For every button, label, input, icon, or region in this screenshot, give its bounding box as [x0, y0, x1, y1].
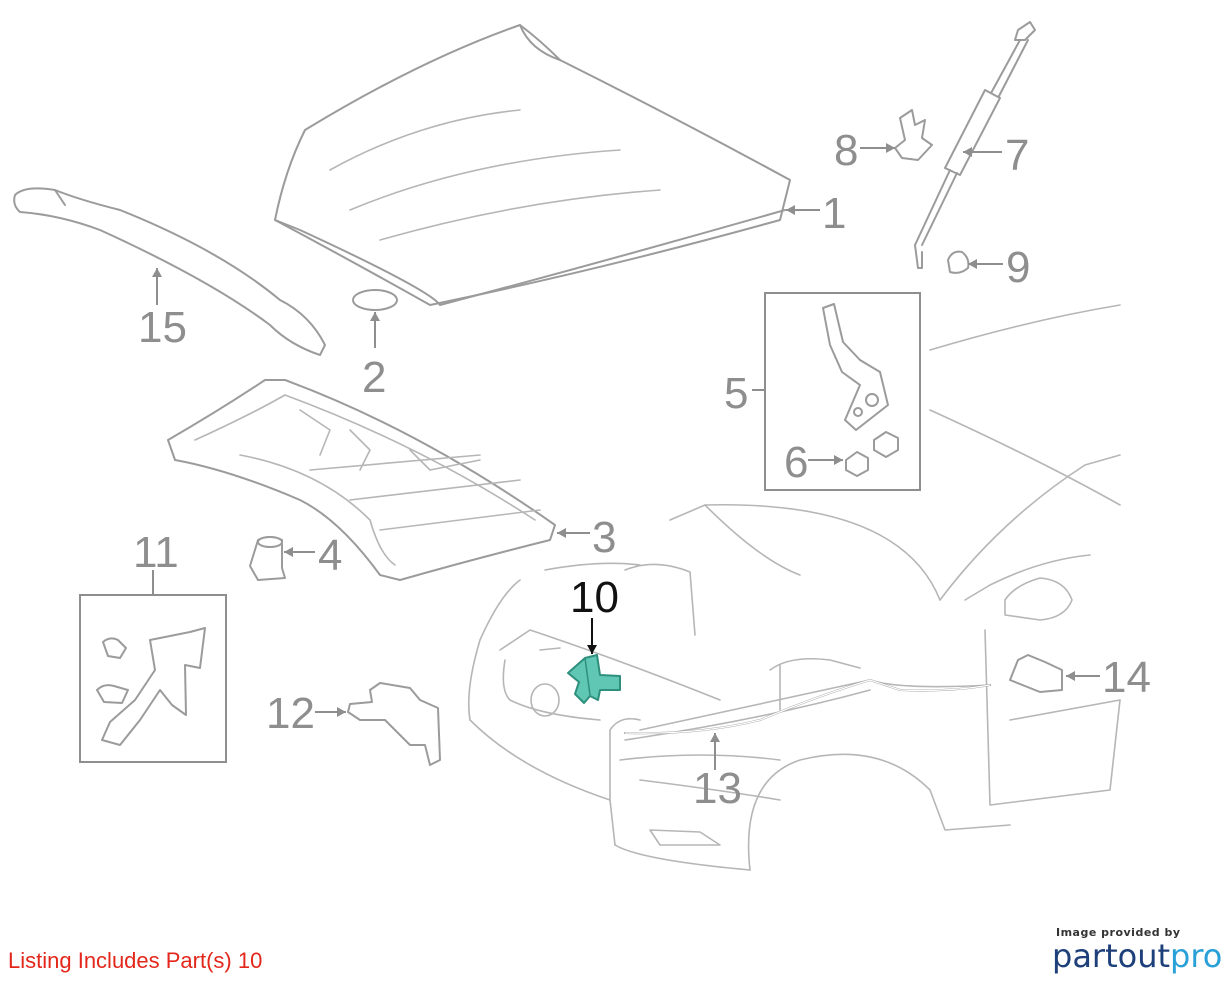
- callout-11: 11: [133, 528, 179, 577]
- callout-2: 2: [362, 353, 386, 402]
- logo-text-part1: partout: [1052, 937, 1171, 975]
- callout-5: 5: [724, 369, 748, 418]
- leader-arrows: [152, 143, 1100, 770]
- part-seal-strip: [13, 187, 326, 356]
- listing-note: Listing Includes Part(s) 10: [8, 948, 263, 973]
- callout-labels: 1 2 3 4 5 6 7 8 9 10 11 12 13 14 15: [133, 126, 1151, 813]
- part-lock-bracket: [347, 682, 441, 766]
- image-credit: Image provided by partoutpro: [1052, 926, 1222, 975]
- callout-10[interactable]: 10: [570, 573, 619, 622]
- part-cushion: [947, 250, 970, 274]
- partoutpro-logo: partoutpro: [1052, 937, 1222, 975]
- callout-1: 1: [822, 189, 846, 238]
- part-lock-assembly-highlighted[interactable]: [567, 654, 621, 704]
- callout-4: 4: [318, 531, 342, 580]
- part-clip: [249, 536, 286, 581]
- callout-3: 3: [592, 513, 616, 562]
- part-small-bracket: [1009, 654, 1063, 693]
- callout-15: 15: [138, 303, 187, 352]
- part-hood: [274, 24, 791, 306]
- part-support-rod: [914, 21, 1036, 269]
- callout-6: 6: [784, 438, 808, 487]
- callout-8: 8: [834, 126, 858, 175]
- callout-14: 14: [1102, 653, 1151, 702]
- callout-13: 13: [693, 764, 742, 813]
- part-release-cable: [624, 679, 991, 735]
- vehicle-outline: [467, 304, 1121, 871]
- part-pad: [352, 289, 398, 311]
- part-release-box: [79, 594, 227, 763]
- callout-9: 9: [1006, 243, 1030, 292]
- part-bracket: [894, 109, 933, 161]
- callout-7: 7: [1005, 131, 1029, 180]
- part-hinge-box: [764, 292, 921, 491]
- logo-text-part2: pro: [1170, 937, 1223, 975]
- callout-12: 12: [266, 689, 315, 738]
- part-insulator: [167, 379, 556, 581]
- credit-caption: Image provided by: [1056, 926, 1181, 939]
